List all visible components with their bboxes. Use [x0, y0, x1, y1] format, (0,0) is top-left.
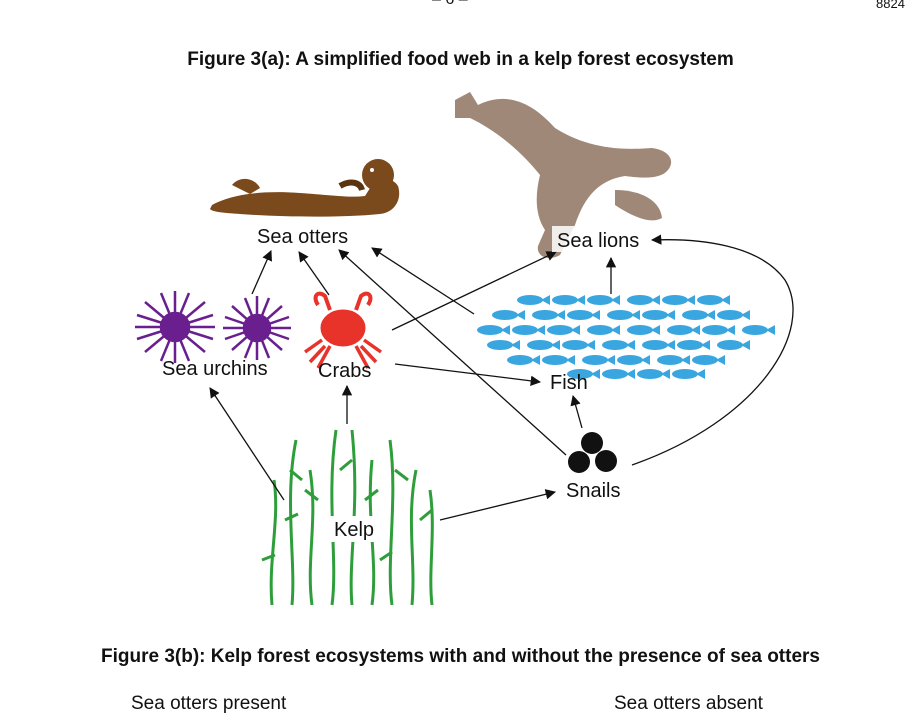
fish-icon [642, 340, 675, 350]
fish-icon [507, 355, 540, 365]
fish-icon [717, 340, 750, 350]
fish-icon [547, 325, 580, 335]
label-sea-urchins: Sea urchins [162, 358, 268, 380]
arrow-kelp-to-snails [439, 489, 557, 521]
fish-icon [602, 340, 635, 350]
fish-icon [662, 295, 695, 305]
document-code: 8824 [876, 0, 905, 11]
fish-icon [567, 310, 600, 320]
label-sea-lions: Sea lions [557, 230, 639, 252]
fish-icon [627, 325, 660, 335]
label-sea-otters-present: Sea otters present [131, 693, 287, 714]
fish-icon [682, 310, 715, 320]
label-sea-otters: Sea otters [257, 226, 348, 248]
fish-icon [552, 295, 585, 305]
fish-icon [717, 310, 750, 320]
arrow-snails-to-otters [338, 249, 567, 456]
label-kelp: Kelp [334, 519, 374, 541]
fish-icon [657, 355, 690, 365]
sea-otter-icon [210, 159, 400, 217]
fish-icon [677, 340, 710, 350]
label-crabs: Crabs [318, 360, 371, 382]
fish-icon [617, 355, 650, 365]
fish-icon [587, 325, 620, 335]
arrow-crabs-to-fish [394, 363, 542, 387]
fish-icon [692, 355, 725, 365]
arrow-crabs-to-otters [298, 251, 330, 296]
fish-icon [492, 310, 525, 320]
fish-icon [587, 295, 620, 305]
figure-b-title: Figure 3(b): Kelp forest ecosystems with… [101, 646, 820, 667]
figure-a-title: Figure 3(a): A simplified food web in a … [187, 49, 734, 70]
fish-icon [527, 340, 560, 350]
label-snails: Snails [566, 480, 620, 502]
arrow-fish-to-otters [371, 247, 475, 315]
fish-icon [702, 325, 735, 335]
food-web-arrows [209, 234, 794, 521]
fish-icon [517, 295, 550, 305]
arrow-kelp-to-urchins [209, 387, 285, 501]
fish-icon [487, 340, 520, 350]
arrow-snails-to-sealions [631, 234, 794, 466]
fish-icon [642, 310, 675, 320]
snail-icon [568, 432, 617, 473]
crab-icon [303, 291, 383, 369]
fish-icon [582, 355, 615, 365]
sea-lion-icon [455, 92, 672, 259]
fish-icon [672, 369, 705, 379]
fish-icon [697, 295, 730, 305]
fish-icon [742, 325, 775, 335]
fish-icon [637, 369, 670, 379]
fish-icon [512, 325, 545, 335]
sea-urchin-icon [135, 291, 291, 363]
fish-icon [542, 355, 575, 365]
fish-icon [602, 369, 635, 379]
fish-icon [627, 295, 660, 305]
label-sea-otters-absent: Sea otters absent [614, 693, 763, 714]
fish-icon [477, 325, 510, 335]
arrow-crabs-to-sealions [391, 251, 557, 331]
arrow-snails-to-fish [570, 394, 583, 429]
arrow-urchins-to-otters [251, 250, 272, 295]
page-number: – 6 – [432, 0, 468, 9]
fish-icon [667, 325, 700, 335]
label-fish: Fish [550, 372, 588, 394]
fish-icon [562, 340, 595, 350]
fish-school-icon [477, 295, 775, 379]
food-web-diagram: Sea otters Sea lions Sea urchins Crabs F… [135, 92, 794, 606]
fish-icon [532, 310, 565, 320]
fish-icon [607, 310, 640, 320]
